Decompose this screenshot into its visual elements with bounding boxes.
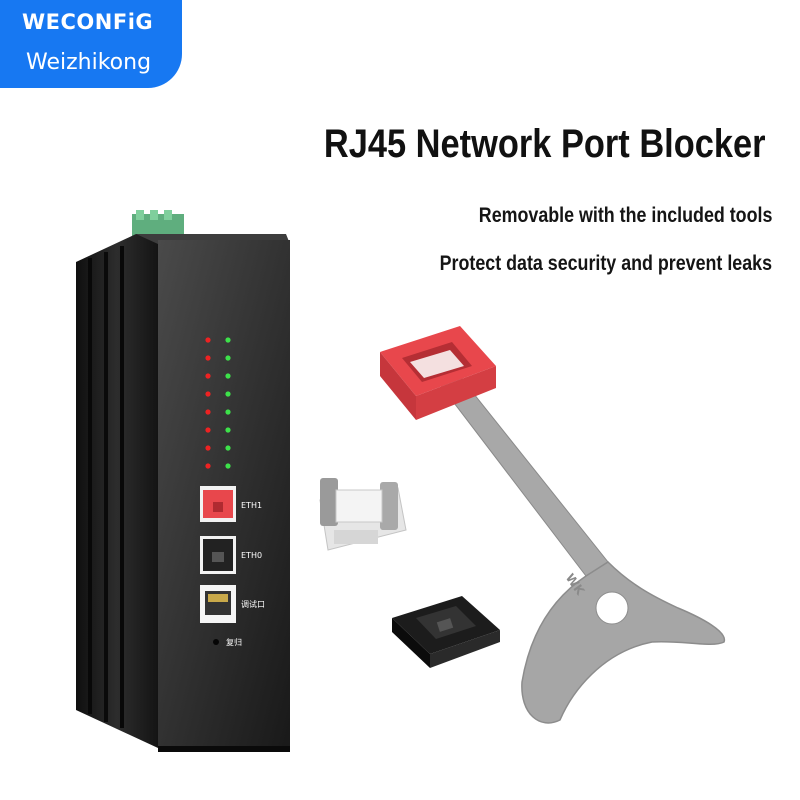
product-title: RJ45 Network Port Blocker — [324, 122, 766, 166]
eth1-port-label: ETH1 — [241, 501, 262, 510]
network-switch-device: ETH1 ETH0 调试口 复归 — [76, 210, 290, 752]
red-blocker-cap — [380, 326, 496, 420]
reset-label: 复归 — [226, 637, 242, 647]
removal-key-tool: WK — [380, 326, 726, 724]
eth0-port-label: ETH0 — [241, 551, 262, 560]
brand-badge: WECONFiG Weizhikong — [0, 0, 182, 88]
feature-security: Protect data security and prevent leaks — [439, 252, 772, 275]
status-led-column — [205, 337, 211, 469]
link-led-column — [225, 337, 231, 469]
clear-port-blocker — [319, 478, 407, 551]
debug-port-label: 调试口 — [241, 599, 265, 609]
feature-removable: Removable with the included tools — [478, 204, 772, 227]
brand-subname: Weizhikong — [26, 50, 152, 75]
brand-name: WECONFiG — [22, 10, 154, 34]
black-port-blocker — [392, 596, 500, 668]
